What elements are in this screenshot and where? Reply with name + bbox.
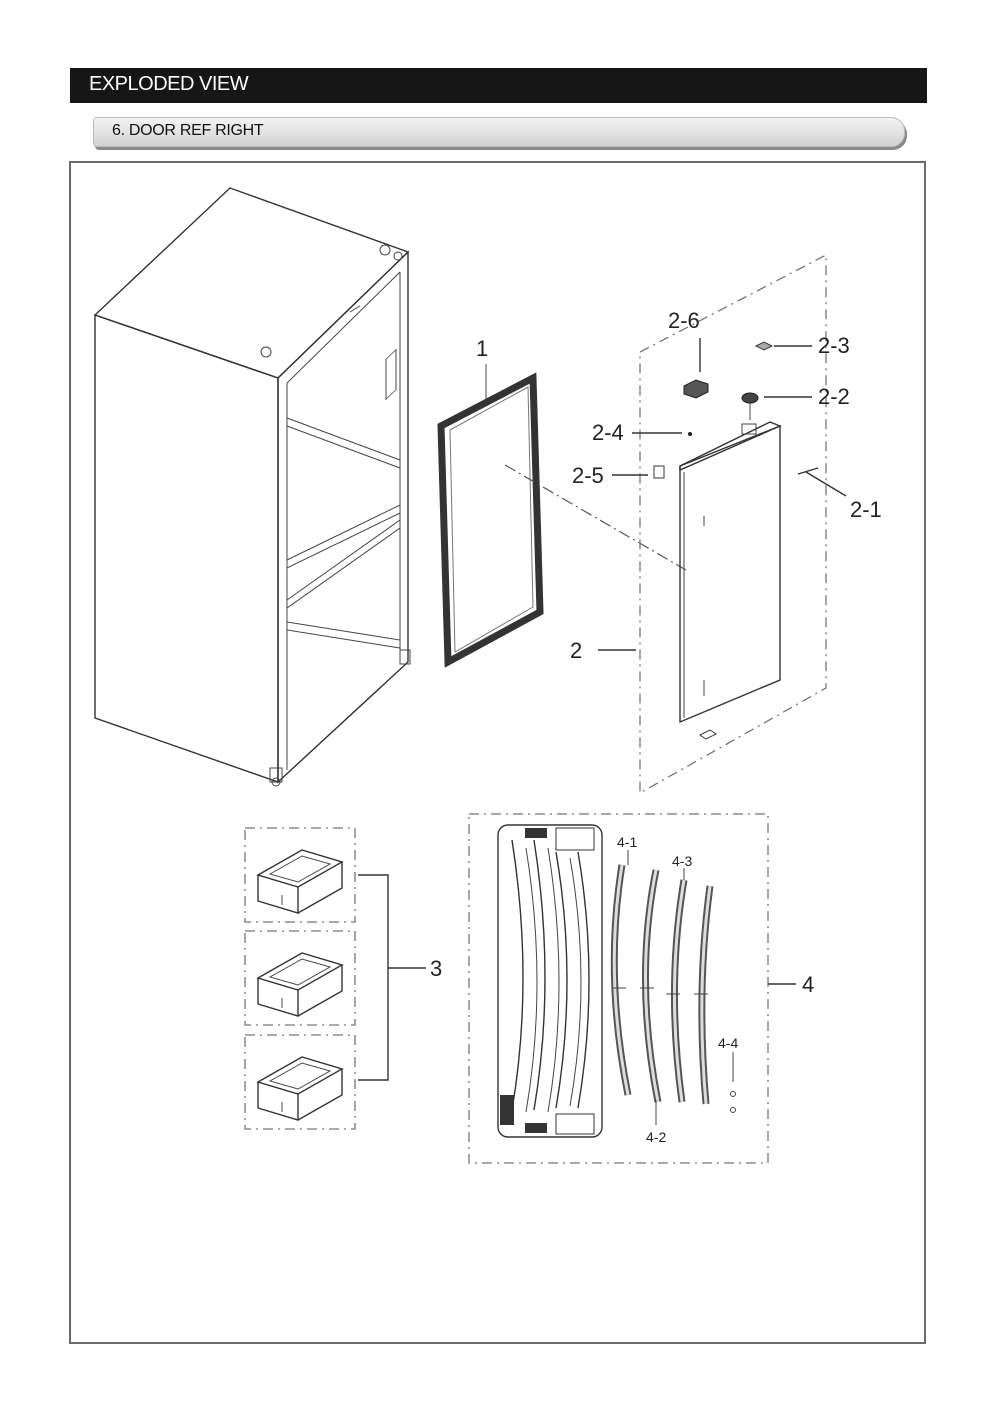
- callout-4: 4: [802, 972, 814, 997]
- callout-2-5: 2-5: [572, 463, 604, 488]
- callout-1: 1: [476, 336, 488, 361]
- part-2-2-bushing: 2-2: [741, 384, 850, 420]
- section-title: 6. DOOR REF RIGHT: [112, 122, 264, 139]
- section-bar: 6. DOOR REF RIGHT: [93, 117, 905, 147]
- callout-2-2: 2-2: [818, 384, 850, 409]
- part-2-1-screw: 2-1: [797, 467, 882, 522]
- callout-3: 3: [430, 956, 442, 981]
- header-title: EXPLODED VIEW: [89, 73, 249, 95]
- callout-4-2: 4-2: [646, 1129, 666, 1145]
- assembly-line: [504, 464, 687, 571]
- part-2-5-clip: 2-5: [572, 463, 665, 488]
- callout-2-1: 2-1: [850, 497, 882, 522]
- part-2-6-hinge: 2-6: [668, 308, 709, 399]
- door-assembly-box: [639, 253, 827, 795]
- header-bar: EXPLODED VIEW: [70, 68, 927, 103]
- callout-4-1: 4-1: [617, 834, 637, 850]
- gasket-kit: 4-1 4-2 4-3 4-4 4: [468, 813, 814, 1164]
- callout-2-6: 2-6: [668, 308, 700, 333]
- part-2-3-cap: 2-3: [754, 333, 850, 358]
- part-2-4-pin: 2-4: [592, 420, 692, 445]
- callout-2-4: 2-4: [592, 420, 624, 445]
- door-guard-bins: 3: [244, 827, 442, 1130]
- diagram-frame: [69, 161, 926, 1344]
- callout-2: 2: [570, 638, 582, 663]
- guard-bin: [256, 849, 344, 914]
- callout-2-3: 2-3: [818, 333, 850, 358]
- callout-4-3: 4-3: [672, 853, 692, 869]
- door-gasket: 1: [437, 336, 544, 668]
- door-ref-right: [679, 421, 782, 740]
- refrigerator-cabinet: [93, 187, 411, 787]
- callout-4-4: 4-4: [718, 1035, 738, 1051]
- callout-2-group: 2: [570, 638, 636, 663]
